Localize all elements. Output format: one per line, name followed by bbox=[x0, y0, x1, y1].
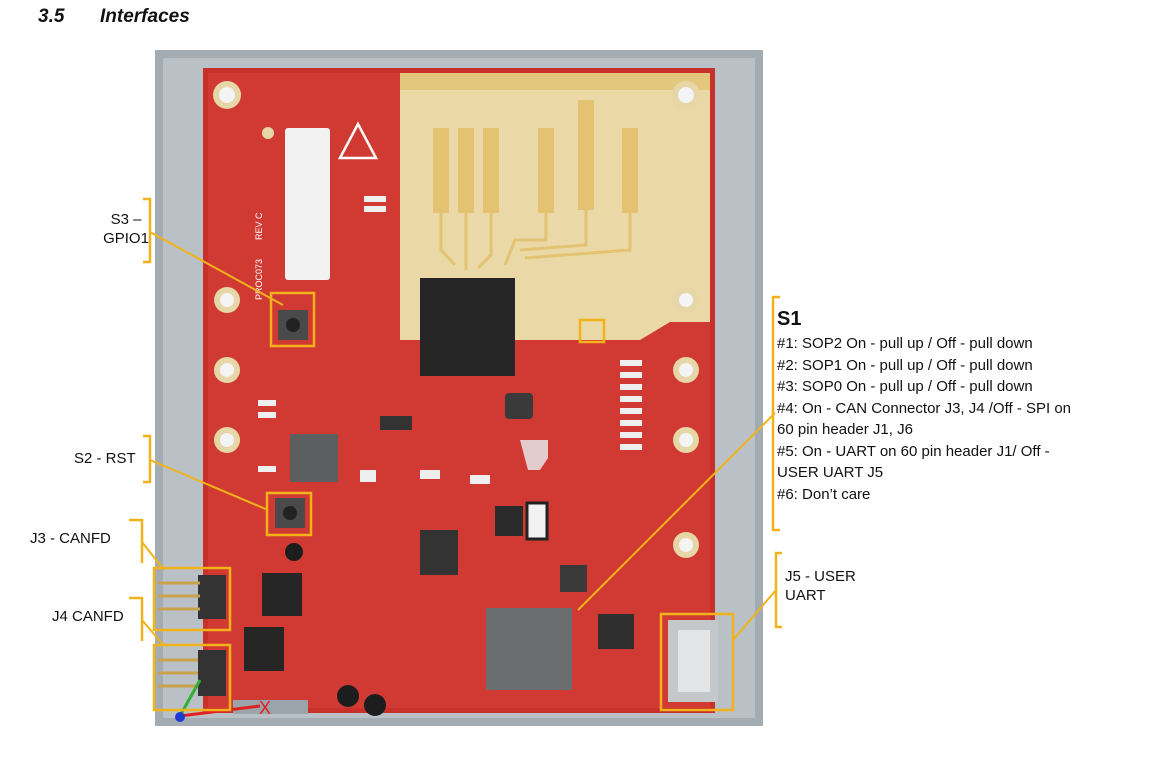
s2-label: S2 - RST bbox=[74, 450, 136, 467]
warning-icon bbox=[337, 121, 379, 160]
j3-label: J3 - CANFD bbox=[30, 530, 111, 547]
s3-label: S3 – GPIO1 bbox=[103, 211, 149, 247]
section-title: Interfaces bbox=[100, 6, 190, 27]
j5-label: J5 - USER UART bbox=[785, 568, 856, 604]
s1-line: #6: Don’t care bbox=[777, 485, 871, 503]
section-heading: 3.5 Interfaces bbox=[38, 6, 190, 28]
x-axis-label: X bbox=[259, 698, 271, 718]
s1-line: #4: On - CAN Connector J3, J4 /Off - SPI… bbox=[777, 399, 1072, 417]
usb-uart-chip bbox=[486, 608, 572, 690]
leader-lines bbox=[141, 231, 777, 647]
antenna-patches bbox=[433, 100, 638, 213]
s1-line: #3: SOP0 On - pull up / Off - pull down bbox=[777, 378, 1033, 395]
section-number: 3.5 bbox=[38, 6, 65, 27]
board-proc-text: PROC073 bbox=[254, 259, 264, 300]
board-rev-text: REV C bbox=[254, 212, 264, 240]
s1-line: 60 pin header J1, J6 bbox=[777, 421, 913, 438]
s1-line: #1: SOP2 On - pull up / Off - pull down bbox=[777, 335, 1033, 352]
can-connector-pins bbox=[158, 575, 226, 696]
s1-line: #5: On - UART on 60 pin header J1/ Off - bbox=[777, 442, 1050, 460]
main-chip bbox=[420, 278, 515, 376]
highlight-boxes bbox=[152, 291, 735, 712]
s1-line: #2: SOP1 On - pull up / Off - pull down bbox=[777, 356, 1033, 374]
s1-title: S1 bbox=[777, 308, 802, 330]
s1-line: USER UART J5 bbox=[777, 464, 884, 481]
s1-description: S1 #1: SOP2 On - pull up / Off - pull do… bbox=[777, 305, 1157, 505]
label-area bbox=[285, 128, 330, 280]
j4-label: J4 CANFD bbox=[52, 608, 124, 625]
